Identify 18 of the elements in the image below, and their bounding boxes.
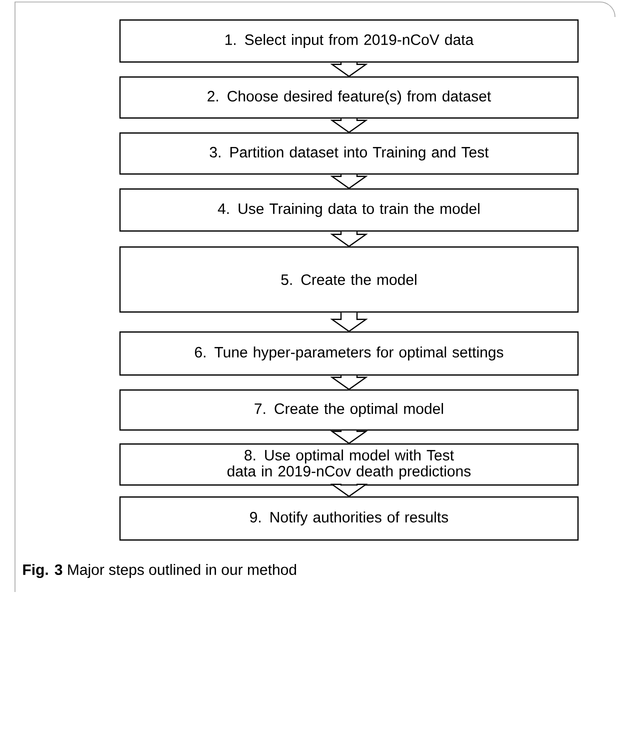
step-box: 8. Use optimal model with Test data in 2019-nCov death predictions xyxy=(119,443,579,486)
figure-caption: Fig. 3 Major steps outlined in our method xyxy=(23,564,296,578)
step-box: 6. Tune hyper-parameters for optimal settings xyxy=(119,331,579,376)
block-arrow xyxy=(330,231,368,248)
step-box: 3. Partition dataset into Training and Test xyxy=(119,132,579,175)
step-box: 7. Create the optimal model xyxy=(119,389,579,431)
step-box: 9. Notify authorities of results xyxy=(119,496,579,541)
step-box: 1. Select input from 2019-nCoV data xyxy=(119,19,579,63)
step-box: 4. Use Training data to train the model xyxy=(119,188,579,232)
step-box: 2. Choose desired feature(s) from dataset xyxy=(119,76,579,119)
block-arrow xyxy=(330,174,368,190)
block-arrow xyxy=(330,430,368,444)
block-arrow xyxy=(330,375,368,390)
block-arrow xyxy=(330,62,368,78)
step-box: 5. Create the model xyxy=(119,246,579,313)
block-arrow xyxy=(330,312,368,332)
block-arrow xyxy=(330,484,368,498)
block-arrow xyxy=(330,118,368,134)
